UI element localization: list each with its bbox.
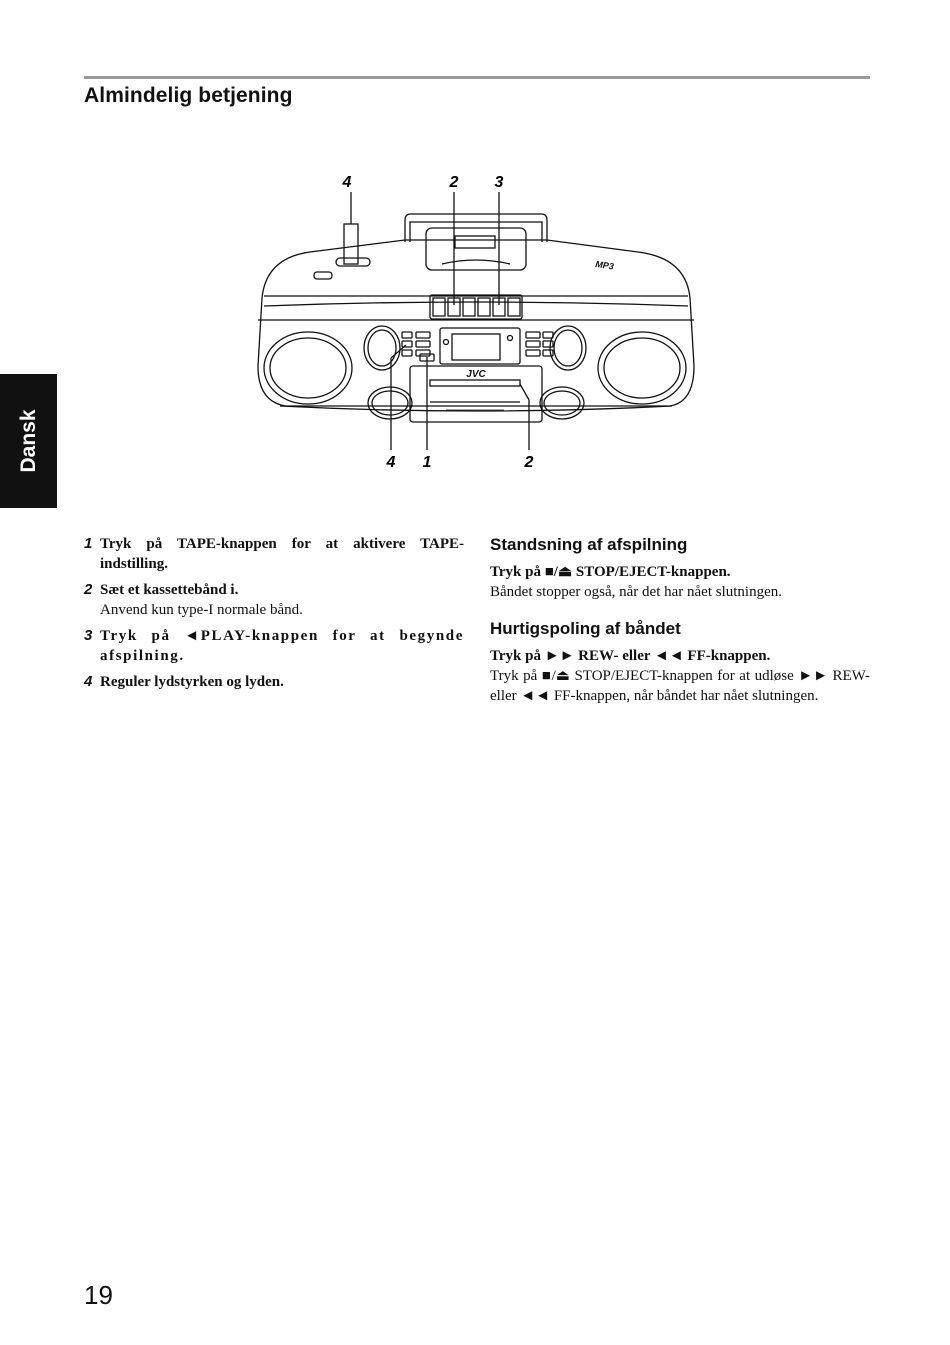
page-title: Almindelig betjening (84, 84, 293, 107)
step-number: 2 (84, 581, 93, 598)
section-text: Tryk på ■/⏏ STOP/EJECT-knappen for at ud… (490, 668, 870, 704)
section-fast-wind: Hurtigspoling af båndet Tryk på ►► REW- … (490, 618, 870, 706)
top-rule (84, 76, 870, 79)
boombox-illustration: 4 2 3 4 1 2 (250, 170, 700, 475)
step-number: 4 (84, 673, 93, 690)
section-stop: Standsning af afspilning Tryk på ■/⏏ STO… (490, 534, 870, 602)
brand-logo: JVC (466, 369, 486, 380)
callout-bottom-3: 2 (524, 454, 534, 471)
section-title: Standsning af afspilning (490, 535, 688, 554)
step-instruction: Tryk på ◄PLAY-knappen for at begynde afs… (100, 628, 464, 664)
section-lead: Tryk på ■/⏏ STOP/EJECT-knappen. (490, 564, 731, 580)
step-note: Anvend kun type-I normale bånd. (100, 602, 303, 618)
step-instruction: Reguler lydstyrken og lyden. (100, 674, 284, 690)
section-lead: Tryk på ►► REW- eller ◄◄ FF-knappen. (490, 648, 771, 664)
page-number: 19 (84, 1280, 113, 1310)
step-2: 2 Sæt et kassettebånd i. Anvend kun type… (84, 580, 464, 620)
section-title: Hurtigspoling af båndet (490, 619, 681, 638)
step-4: 4 Reguler lydstyrken og lyden. (84, 672, 464, 692)
section-text: Båndet stopper også, når det har nået sl… (490, 584, 783, 600)
sections-column: Standsning af afspilning Tryk på ■/⏏ STO… (490, 534, 870, 706)
step-instruction: Sæt et kassettebånd i. (100, 582, 239, 598)
step-3: 3 Tryk på ◄PLAY-knappen for at begynde a… (84, 626, 464, 666)
step-instruction: Tryk på TAPE-knappen for at aktivere TAP… (100, 536, 464, 572)
step-number: 1 (84, 535, 93, 552)
callout-bottom-1: 4 (386, 454, 396, 471)
callout-top-3: 3 (495, 174, 504, 191)
step-1: 1 Tryk på TAPE-knappen for at aktivere T… (84, 534, 464, 574)
callout-top-2: 2 (449, 174, 459, 191)
mp3-badge: MP3 (595, 259, 615, 271)
callout-top-1: 4 (342, 174, 352, 191)
language-tab-label: Dansk (16, 409, 40, 473)
callout-bottom-2: 1 (423, 454, 432, 471)
step-number: 3 (84, 627, 93, 644)
steps-column: 1 Tryk på TAPE-knappen for at aktivere T… (84, 534, 464, 698)
language-tab: Dansk (0, 374, 57, 508)
